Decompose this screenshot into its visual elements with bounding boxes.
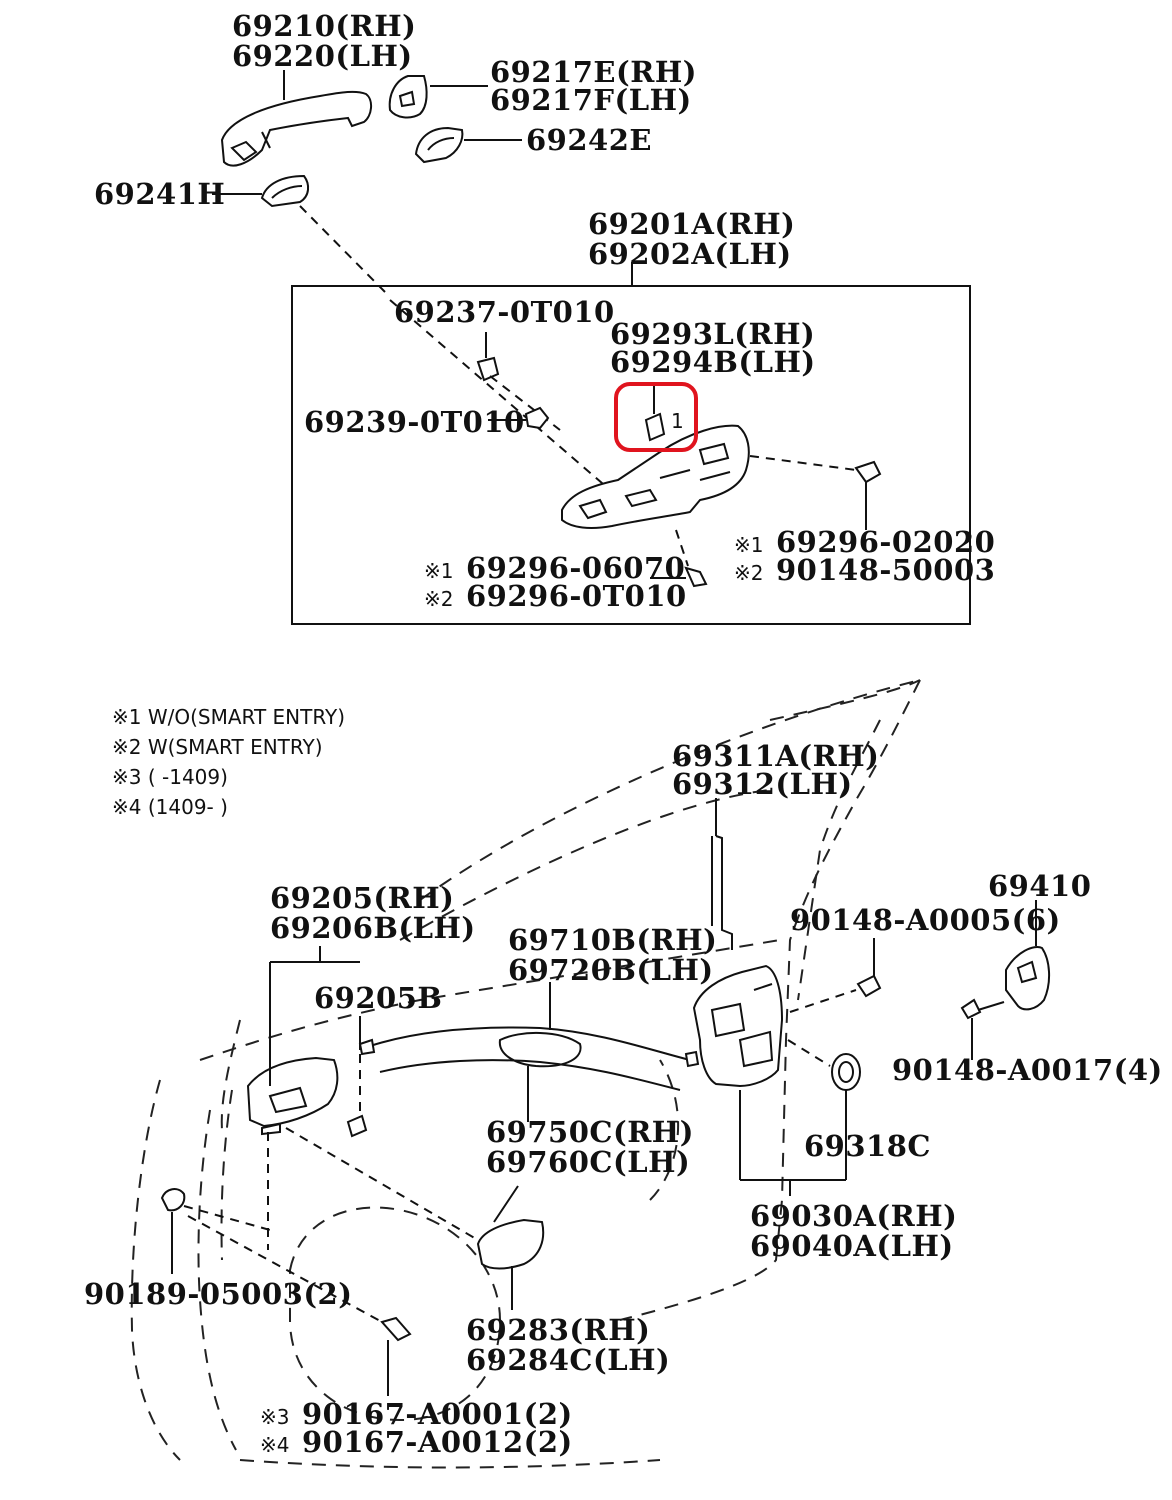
label-69296-02020: 69296-02020 [776, 525, 995, 559]
label-90148-a0017: 90148-A0017(4) [892, 1053, 1163, 1087]
mark-1-right: ※1 [734, 533, 763, 557]
label-69239: 69239-0T010 [304, 405, 525, 439]
label-69710b: 69710B(RH) [508, 923, 717, 957]
frame-bracket-part [561, 424, 750, 529]
clip-69239-part [488, 406, 550, 430]
note-4: ※4 (1409- ) [112, 795, 228, 819]
label-90189-05003: 90189-05003(2) [84, 1277, 352, 1311]
highlight-box [614, 382, 698, 452]
screw-right-part [854, 460, 882, 530]
label-69220: 69220(LH) [232, 39, 413, 73]
label-69030a: 69030A(RH) [750, 1199, 957, 1233]
label-69201a: 69201A(RH) [588, 207, 795, 241]
label-69311a: 69311A(RH) [672, 739, 879, 773]
clip-69237-part [476, 332, 500, 382]
label-69750c: 69750C(RH) [486, 1115, 694, 1149]
label-90148-a0005: 90148-A0005(6) [790, 903, 1061, 937]
label-69284c: 69284C(LH) [466, 1343, 670, 1377]
dash-handle-to-frame [389, 299, 611, 491]
note-1: ※1 W/O(SMART ENTRY) [112, 705, 345, 729]
inside-handle-part [246, 1056, 339, 1136]
screw-90148-a0017-part [960, 998, 1005, 1060]
inside-handle-pad-part [285, 1127, 545, 1310]
label-69760c: 69760C(LH) [486, 1145, 690, 1179]
label-69242e: 69242E [526, 123, 652, 157]
label-90148-50003: 90148-50003 [776, 553, 995, 587]
label-69206b: 69206B(LH) [270, 911, 476, 945]
rod-part [711, 798, 733, 950]
label-69318c: 69318C [804, 1129, 931, 1163]
label-69205b: 69205B [314, 981, 442, 1015]
small-bracket-part [644, 384, 666, 442]
label-90167-a0001: 90167-A0001(2) [302, 1397, 573, 1431]
label-69210: 69210(RH) [232, 9, 416, 43]
label-69283: 69283(RH) [466, 1313, 650, 1347]
mark-3: ※3 [260, 1405, 289, 1429]
label-69237: 69237-0T010 [394, 295, 615, 329]
label-69410: 69410 [988, 869, 1091, 903]
highlight-label: 1 [671, 409, 684, 433]
screw-90167-part [187, 1215, 412, 1396]
label-69294b: 69294B(LH) [610, 345, 816, 379]
label-69293l: 69293L(RH) [610, 317, 815, 351]
label-69217e: 69217E(RH) [490, 55, 697, 89]
striker-part [1005, 900, 1050, 1011]
door-lock-part [692, 964, 784, 1088]
label-90167-a0012: 90167-A0012(2) [302, 1425, 573, 1459]
label-69296-0t010: 69296-0T010 [466, 579, 687, 613]
cable-part [358, 982, 700, 1122]
label-69720b: 69720B(LH) [508, 953, 714, 987]
label-69217f: 69217F(LH) [490, 83, 692, 117]
screw-69205b-part [346, 1016, 368, 1138]
mark-2-right: ※2 [734, 561, 763, 585]
door-outline [130, 679, 921, 1469]
lock-cap-part [831, 1053, 861, 1124]
mark-2-bottom: ※2 [424, 587, 453, 611]
label-69205: 69205(RH) [270, 881, 454, 915]
clip-90189-part [160, 1188, 271, 1274]
label-69040a: 69040A(LH) [750, 1229, 954, 1263]
label-69296-06070: 69296-06070 [466, 551, 685, 585]
mark-1-bottom: ※1 [424, 559, 453, 583]
handle-pad-rear-part [260, 174, 310, 208]
label-69202a: 69202A(LH) [588, 237, 792, 271]
screw-bottom-part [650, 529, 708, 588]
mark-4: ※4 [260, 1433, 289, 1457]
screw-90148-a0005-part [856, 938, 882, 998]
outside-handle-part [220, 90, 372, 167]
handle-cap-part [388, 75, 428, 119]
note-3: ※3 ( -1409) [112, 765, 228, 789]
handle-pad-part [414, 126, 464, 164]
label-69241h: 69241H [94, 177, 225, 211]
label-69312: 69312(LH) [672, 767, 853, 801]
note-2: ※2 W(SMART ENTRY) [112, 735, 323, 759]
